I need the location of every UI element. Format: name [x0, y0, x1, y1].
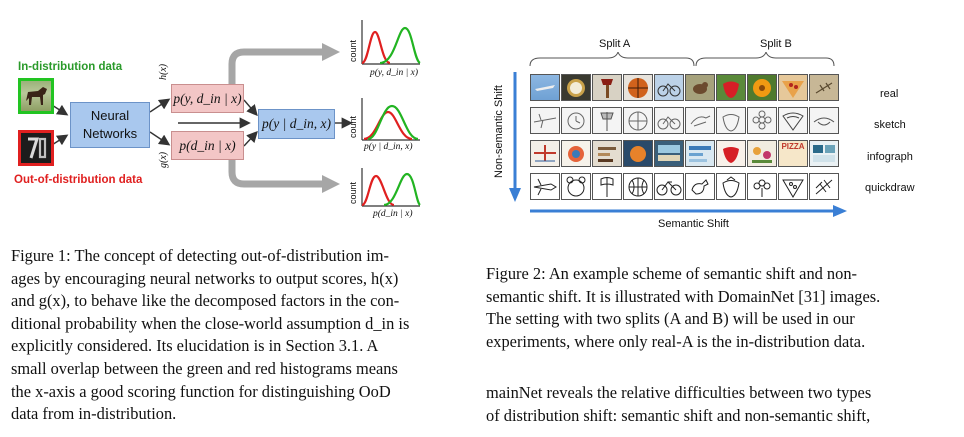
plot-2 [361, 98, 420, 141]
split-braces [529, 52, 835, 67]
gray-arrow-top [228, 48, 322, 90]
sketch-mosquito-thumb [809, 107, 839, 134]
joint-prob-box: p(y, d_in | x) [171, 84, 244, 113]
domain-label-real: real [880, 88, 899, 100]
quickdraw-mosquito-thumb [809, 173, 839, 200]
domain-label-infograph: infograph [867, 151, 913, 163]
real-mosquito-thumb [809, 74, 839, 101]
split-a-label: Split A [599, 38, 631, 50]
quickdraw-alarm-clock-thumb [561, 173, 591, 200]
count-label-1: count [348, 39, 358, 62]
sketch-alarm-clock-thumb [561, 107, 591, 134]
g-x-label: g(x) [158, 151, 169, 168]
image-grid: PIZZA [530, 74, 842, 202]
real-pizza-thumb [778, 74, 808, 101]
domain-label-sketch: sketch [874, 119, 906, 131]
gray-arrow-bottom [228, 150, 322, 188]
infograph-strawberry-thumb [716, 140, 746, 167]
real-bird-thumb [685, 74, 715, 101]
figure-1-caption: Figure 1: The concept of detecting out-o… [11, 245, 444, 426]
real-bicycle-thumb [654, 74, 684, 101]
sketch-bicycle-thumb [654, 107, 684, 134]
quickdraw-strawberry-thumb [716, 173, 746, 200]
plot-3-label: p(d_in | x) [373, 209, 413, 219]
din-prob-box: p(d_in | x) [171, 131, 244, 160]
sketch-pizza-thumb [778, 107, 808, 134]
caption-1-line-4: ditional probability when the close-worl… [11, 313, 410, 333]
infograph-bicycle-thumb [654, 140, 684, 167]
quickdraw-bicycle-thumb [654, 173, 684, 200]
caption-2-line-1: Figure 2: An example scheme of semantic … [486, 264, 857, 283]
caption-1-line-2: ages by encouraging neural networks to o… [11, 268, 399, 288]
real-airplane-thumb [530, 74, 560, 101]
caption-2-line-3: The setting with two splits (A and B) wi… [486, 309, 855, 329]
count-label-3: count [348, 181, 358, 204]
plot-3 [361, 168, 421, 207]
figure-2: Split A Split B Non-semantic Shift Seman… [490, 30, 940, 240]
body-text: mainNet reveals the relative difficultie… [486, 382, 921, 427]
sketch-axe-thumb [592, 107, 622, 134]
infograph-pizza-thumb: PIZZA [778, 140, 808, 167]
infograph-pizza-text: PIZZA [781, 142, 805, 151]
conditional-prob-box: p(y | d_in, x) [258, 109, 335, 139]
sketch-basketball-thumb [623, 107, 653, 134]
count-label-2: count [348, 115, 358, 138]
figure-1: In-distribution data Out-of-distribution… [0, 0, 470, 235]
real-strawberry-thumb [716, 74, 746, 101]
sketch-strawberry-thumb [716, 107, 746, 134]
in-distribution-label: In-distribution data [18, 61, 123, 73]
nn-line-2: Networks [82, 126, 138, 141]
axes-arrows [509, 72, 847, 217]
horse-image [18, 78, 54, 114]
caption-1-line-5: explicitly considered. Its elucidation i… [11, 336, 379, 356]
caption-1-line-6: small overlap between the green and red … [11, 358, 398, 378]
histogram-plots [361, 20, 421, 207]
nn-line-1: Neural [90, 108, 130, 123]
caption-2-line-4: experiments, where only real-A is the in… [486, 331, 866, 351]
neural-networks-box: Neural Networks [70, 102, 150, 148]
infograph-basketball-thumb [623, 140, 653, 167]
caption-1-line-1: Figure 1: The concept of detecting out-o… [11, 246, 389, 265]
real-flower-thumb [747, 74, 777, 101]
infograph-axe-thumb [592, 140, 622, 167]
body-line-2: of distribution shift: semantic shift an… [486, 405, 871, 425]
caption-1-line-3: and g(x), to behave like the decomposed … [11, 291, 400, 311]
infograph-mosquito-thumb [809, 140, 839, 167]
caption-2-line-2: semantic shift. It is illustrated with D… [486, 286, 881, 306]
real-axe-thumb [592, 74, 622, 101]
h-x-label: h(x) [158, 63, 169, 80]
infograph-airplane-thumb [530, 140, 560, 167]
sketch-flower-thumb [747, 107, 777, 134]
sketch-airplane-thumb [530, 107, 560, 134]
caption-1-line-7: the x-axis a good scoring function for d… [11, 381, 391, 401]
quickdraw-airplane-thumb [530, 173, 560, 200]
infograph-flower-thumb [747, 140, 777, 167]
quickdraw-basketball-thumb [623, 173, 653, 200]
figure-2-caption: Figure 2: An example scheme of semantic … [486, 263, 921, 353]
caption-1-line-8: data from in-distribution. [11, 404, 177, 424]
body-line-1: mainNet reveals the relative difficultie… [486, 383, 872, 402]
domain-label-quickdraw: quickdraw [865, 182, 915, 194]
quickdraw-bird-thumb [685, 173, 715, 200]
split-b-label: Split B [760, 38, 792, 50]
plot-1 [361, 20, 421, 65]
plot-1-label: p(y, d_in | x) [370, 68, 418, 78]
ood-label: Out-of-distribution data [14, 174, 143, 186]
real-basketball-thumb [623, 74, 653, 101]
sketch-bird-thumb [685, 107, 715, 134]
quickdraw-flower-thumb [747, 173, 777, 200]
infograph-alarm-clock-thumb [561, 140, 591, 167]
ood-digit-image [18, 130, 54, 166]
semantic-shift-label: Semantic Shift [658, 218, 729, 230]
infograph-bird-thumb [685, 140, 715, 167]
quickdraw-pizza-thumb [778, 173, 808, 200]
real-alarm-clock-thumb [561, 74, 591, 101]
quickdraw-axe-thumb [592, 173, 622, 200]
plot-2-label: p(y | d_in, x) [364, 142, 413, 152]
